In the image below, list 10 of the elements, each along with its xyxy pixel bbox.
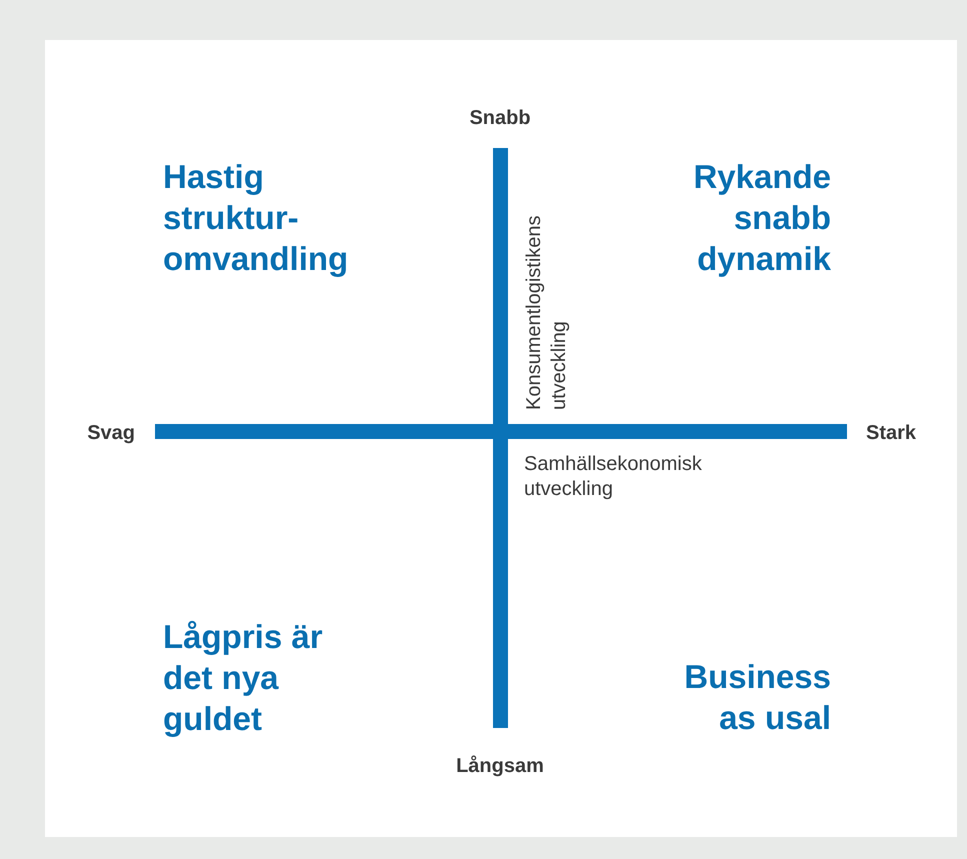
- quadrant-title: Rykande snabb dynamik: [692, 157, 831, 279]
- axis-label: Svag: [86, 421, 135, 445]
- quadrant-title: Business as usal: [683, 657, 831, 738]
- quadrant-title: Lågpris är det nya guldet: [163, 617, 324, 739]
- axis-label: Snabb: [468, 106, 532, 130]
- axis-label: Stark: [866, 421, 918, 445]
- quadrant-title: Hastig struktur- omvandling: [163, 157, 350, 279]
- axis-label: Långsam: [455, 754, 545, 778]
- axis-title: Samhällsekonomisk utveckling: [524, 452, 703, 502]
- axis-title: Konsumentlogistikens utveckling: [522, 214, 571, 410]
